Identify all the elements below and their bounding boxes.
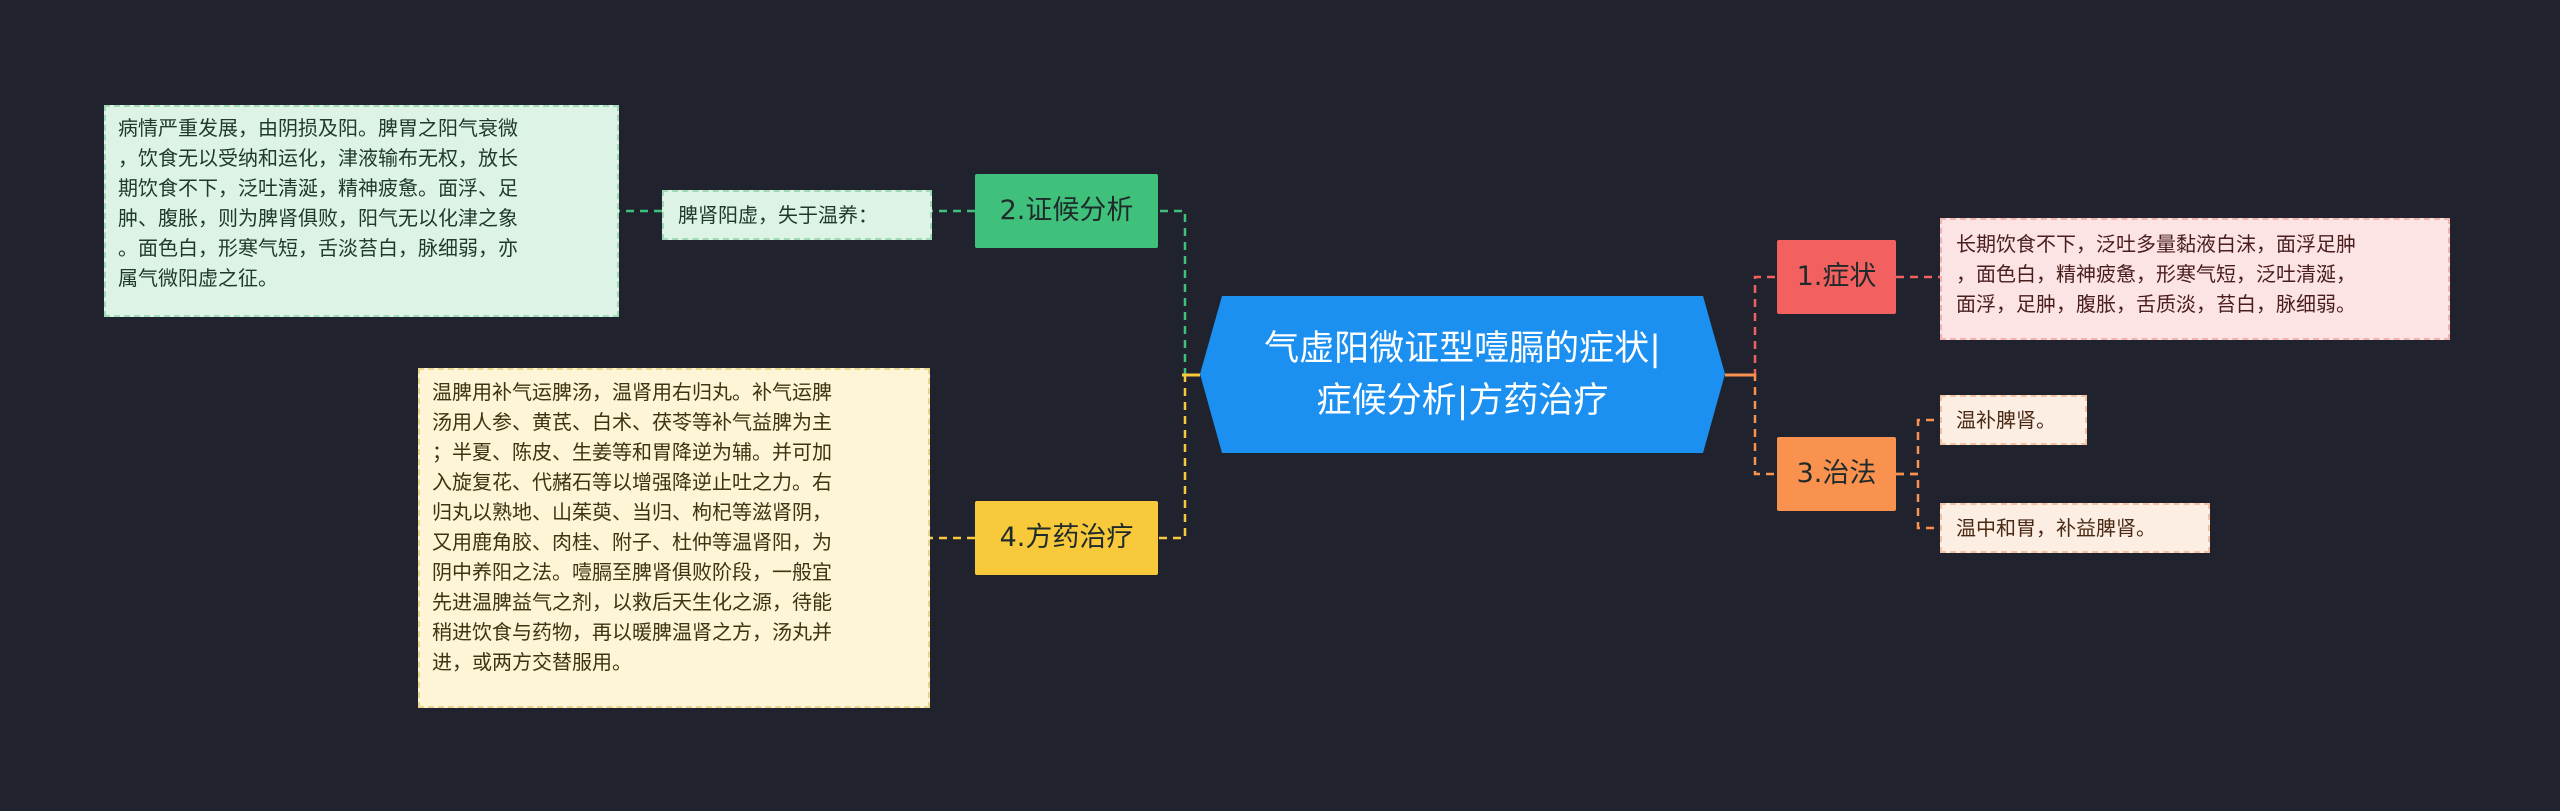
leaf-wenzhong-hewei[interactable]: 温中和胃，补益脾肾。 bbox=[1940, 503, 2210, 553]
central-topic-line2: 症候分析|方药治疗 bbox=[1316, 380, 1609, 421]
central-topic[interactable]: 气虚阳微证型噎膈的症状| 症候分析|方药治疗 bbox=[1200, 296, 1725, 453]
central-topic-shape bbox=[1200, 296, 1725, 453]
leaf-fangyao-detail[interactable]: 温脾用补气运脾汤，温肾用右归丸。补气运脾 汤用人参、黄芪、白术、茯苓等补气益脾为… bbox=[418, 368, 930, 708]
connector-center-zhifa bbox=[1725, 373, 1777, 476]
branch-zhifa[interactable]: 3.治法 bbox=[1777, 437, 1896, 511]
central-topic-label: 气虚阳微证型噎膈的症状| 症候分析|方药治疗 bbox=[1223, 323, 1703, 427]
branch-zhenghou-fenxi[interactable]: 2.证候分析 bbox=[975, 174, 1158, 248]
leaf-wenbu-pishen[interactable]: 温补脾肾。 bbox=[1940, 395, 2087, 445]
leaf-zhengzhuang-detail[interactable]: 长期饮食不下，泛吐多量黏液白沫，面浮足肿 ，面色白，精神疲惫，形寒气短，泛吐清涎… bbox=[1940, 218, 2450, 340]
connector-center-fangyao bbox=[1158, 373, 1200, 540]
branch-zhengzhuang[interactable]: 1.症状 bbox=[1777, 240, 1896, 314]
connector-zhifa-wenzhong bbox=[1896, 472, 1940, 530]
connector-center-zhengzhuang bbox=[1725, 275, 1777, 377]
connector-center-zhenghou bbox=[1158, 209, 1200, 377]
branch-fangyao-zhiliao[interactable]: 4.方药治疗 bbox=[975, 501, 1158, 575]
central-topic-line1: 气虚阳微证型噎膈的症状| bbox=[1264, 328, 1661, 369]
connector-zhifa-wenbu bbox=[1896, 418, 1940, 476]
leaf-bingqing-analysis[interactable]: 病情严重发展，由阴损及阳。脾胃之阳气衰微 ，饮食无以受纳和运化，津液输布无权，放… bbox=[104, 105, 619, 317]
leaf-pishen-yangxu[interactable]: 脾肾阳虚，失于温养： bbox=[662, 190, 932, 240]
